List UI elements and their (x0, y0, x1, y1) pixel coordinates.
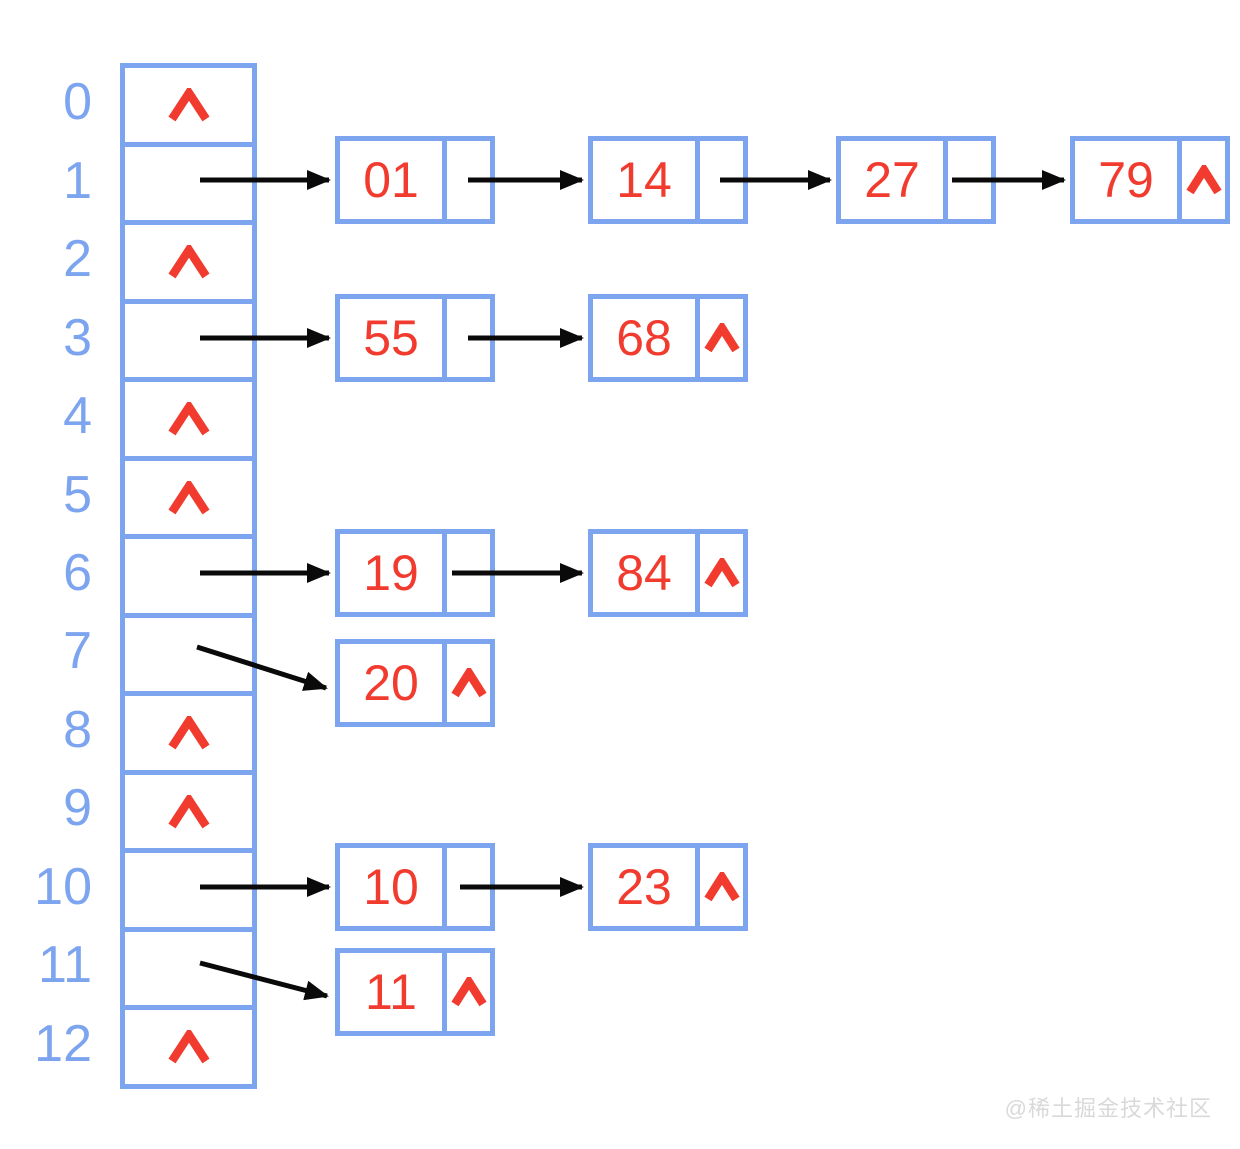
bucket-index-9: 9 (63, 779, 92, 837)
null-pointer-icon (450, 668, 487, 698)
bucket-cell-2 (120, 220, 257, 304)
node-value: 68 (616, 310, 672, 366)
list-node-bucket6-0: 19 (335, 529, 495, 617)
null-pointer-icon (450, 977, 487, 1007)
bucket-cell-7 (120, 613, 257, 697)
bucket-index-4: 4 (63, 387, 92, 445)
node-pointer (948, 141, 991, 219)
node-value: 23 (616, 859, 672, 915)
node-divider (442, 953, 447, 1031)
bucket-cell-8 (120, 691, 257, 775)
node-divider (695, 299, 700, 377)
watermark-text: @稀土掘金技术社区 (1004, 1096, 1212, 1121)
null-pointer-icon (703, 872, 740, 902)
node-divider (442, 534, 447, 612)
node-divider (442, 848, 447, 926)
bucket-cell-12 (120, 1005, 257, 1089)
node-pointer (447, 141, 490, 219)
node-divider (695, 141, 700, 219)
node-pointer (700, 299, 743, 377)
list-node-bucket10-1: 23 (588, 843, 748, 931)
bucket-index-12: 12 (34, 1015, 92, 1073)
list-node-bucket3-1: 68 (588, 294, 748, 382)
node-divider (1177, 141, 1182, 219)
node-pointer (1182, 141, 1225, 219)
node-pointer (700, 848, 743, 926)
node-divider (442, 644, 447, 722)
null-pointer-icon (167, 1030, 210, 1064)
bucket-index-7: 7 (63, 622, 92, 680)
bucket-index-2: 2 (63, 230, 92, 288)
node-divider (695, 848, 700, 926)
node-value: 20 (363, 655, 419, 711)
null-pointer-icon (1185, 165, 1222, 195)
bucket-cell-0 (120, 63, 257, 147)
bucket-cell-3 (120, 299, 257, 383)
list-node-bucket1-0: 01 (335, 136, 495, 224)
null-pointer-icon (167, 245, 210, 279)
bucket-cell-4 (120, 377, 257, 461)
node-value: 14 (616, 152, 672, 208)
node-value: 01 (363, 152, 419, 208)
node-pointer (447, 644, 490, 722)
bucket-index-0: 0 (63, 73, 92, 131)
bucket-index-6: 6 (63, 544, 92, 602)
bucket-index-3: 3 (63, 309, 92, 367)
node-value: 19 (363, 545, 419, 601)
node-divider (695, 534, 700, 612)
node-value: 55 (363, 310, 419, 366)
bucket-index-11: 11 (38, 936, 92, 994)
bucket-cell-9 (120, 770, 257, 854)
node-pointer (447, 953, 490, 1031)
node-pointer (447, 534, 490, 612)
bucket-cell-6 (120, 534, 257, 618)
null-pointer-icon (167, 402, 210, 436)
bucket-index-8: 8 (63, 701, 92, 759)
bucket-cell-5 (120, 456, 257, 540)
node-divider (943, 141, 948, 219)
node-divider (442, 141, 447, 219)
list-node-bucket10-0: 10 (335, 843, 495, 931)
node-pointer (447, 299, 490, 377)
bucket-cell-11 (120, 927, 257, 1011)
bucket-index-10: 10 (34, 858, 92, 916)
node-pointer (447, 848, 490, 926)
node-divider (442, 299, 447, 377)
list-node-bucket1-1: 14 (588, 136, 748, 224)
node-value: 11 (365, 964, 417, 1020)
list-node-bucket11-0: 11 (335, 948, 495, 1036)
list-node-bucket1-2: 27 (836, 136, 996, 224)
list-node-bucket3-0: 55 (335, 294, 495, 382)
null-pointer-icon (167, 716, 210, 750)
null-pointer-icon (703, 558, 740, 588)
null-pointer-icon (167, 795, 210, 829)
list-node-bucket7-0: 20 (335, 639, 495, 727)
node-value: 27 (864, 152, 920, 208)
node-value: 79 (1098, 152, 1154, 208)
null-pointer-icon (167, 88, 210, 122)
node-value: 10 (363, 859, 419, 915)
null-pointer-icon (703, 323, 740, 353)
node-value: 84 (616, 545, 672, 601)
null-pointer-icon (167, 481, 210, 515)
node-pointer (700, 534, 743, 612)
bucket-index-1: 1 (63, 152, 92, 210)
list-node-bucket1-3: 79 (1070, 136, 1230, 224)
bucket-cell-10 (120, 848, 257, 932)
bucket-index-5: 5 (63, 466, 92, 524)
bucket-cell-1 (120, 142, 257, 226)
list-node-bucket6-1: 84 (588, 529, 748, 617)
node-pointer (700, 141, 743, 219)
